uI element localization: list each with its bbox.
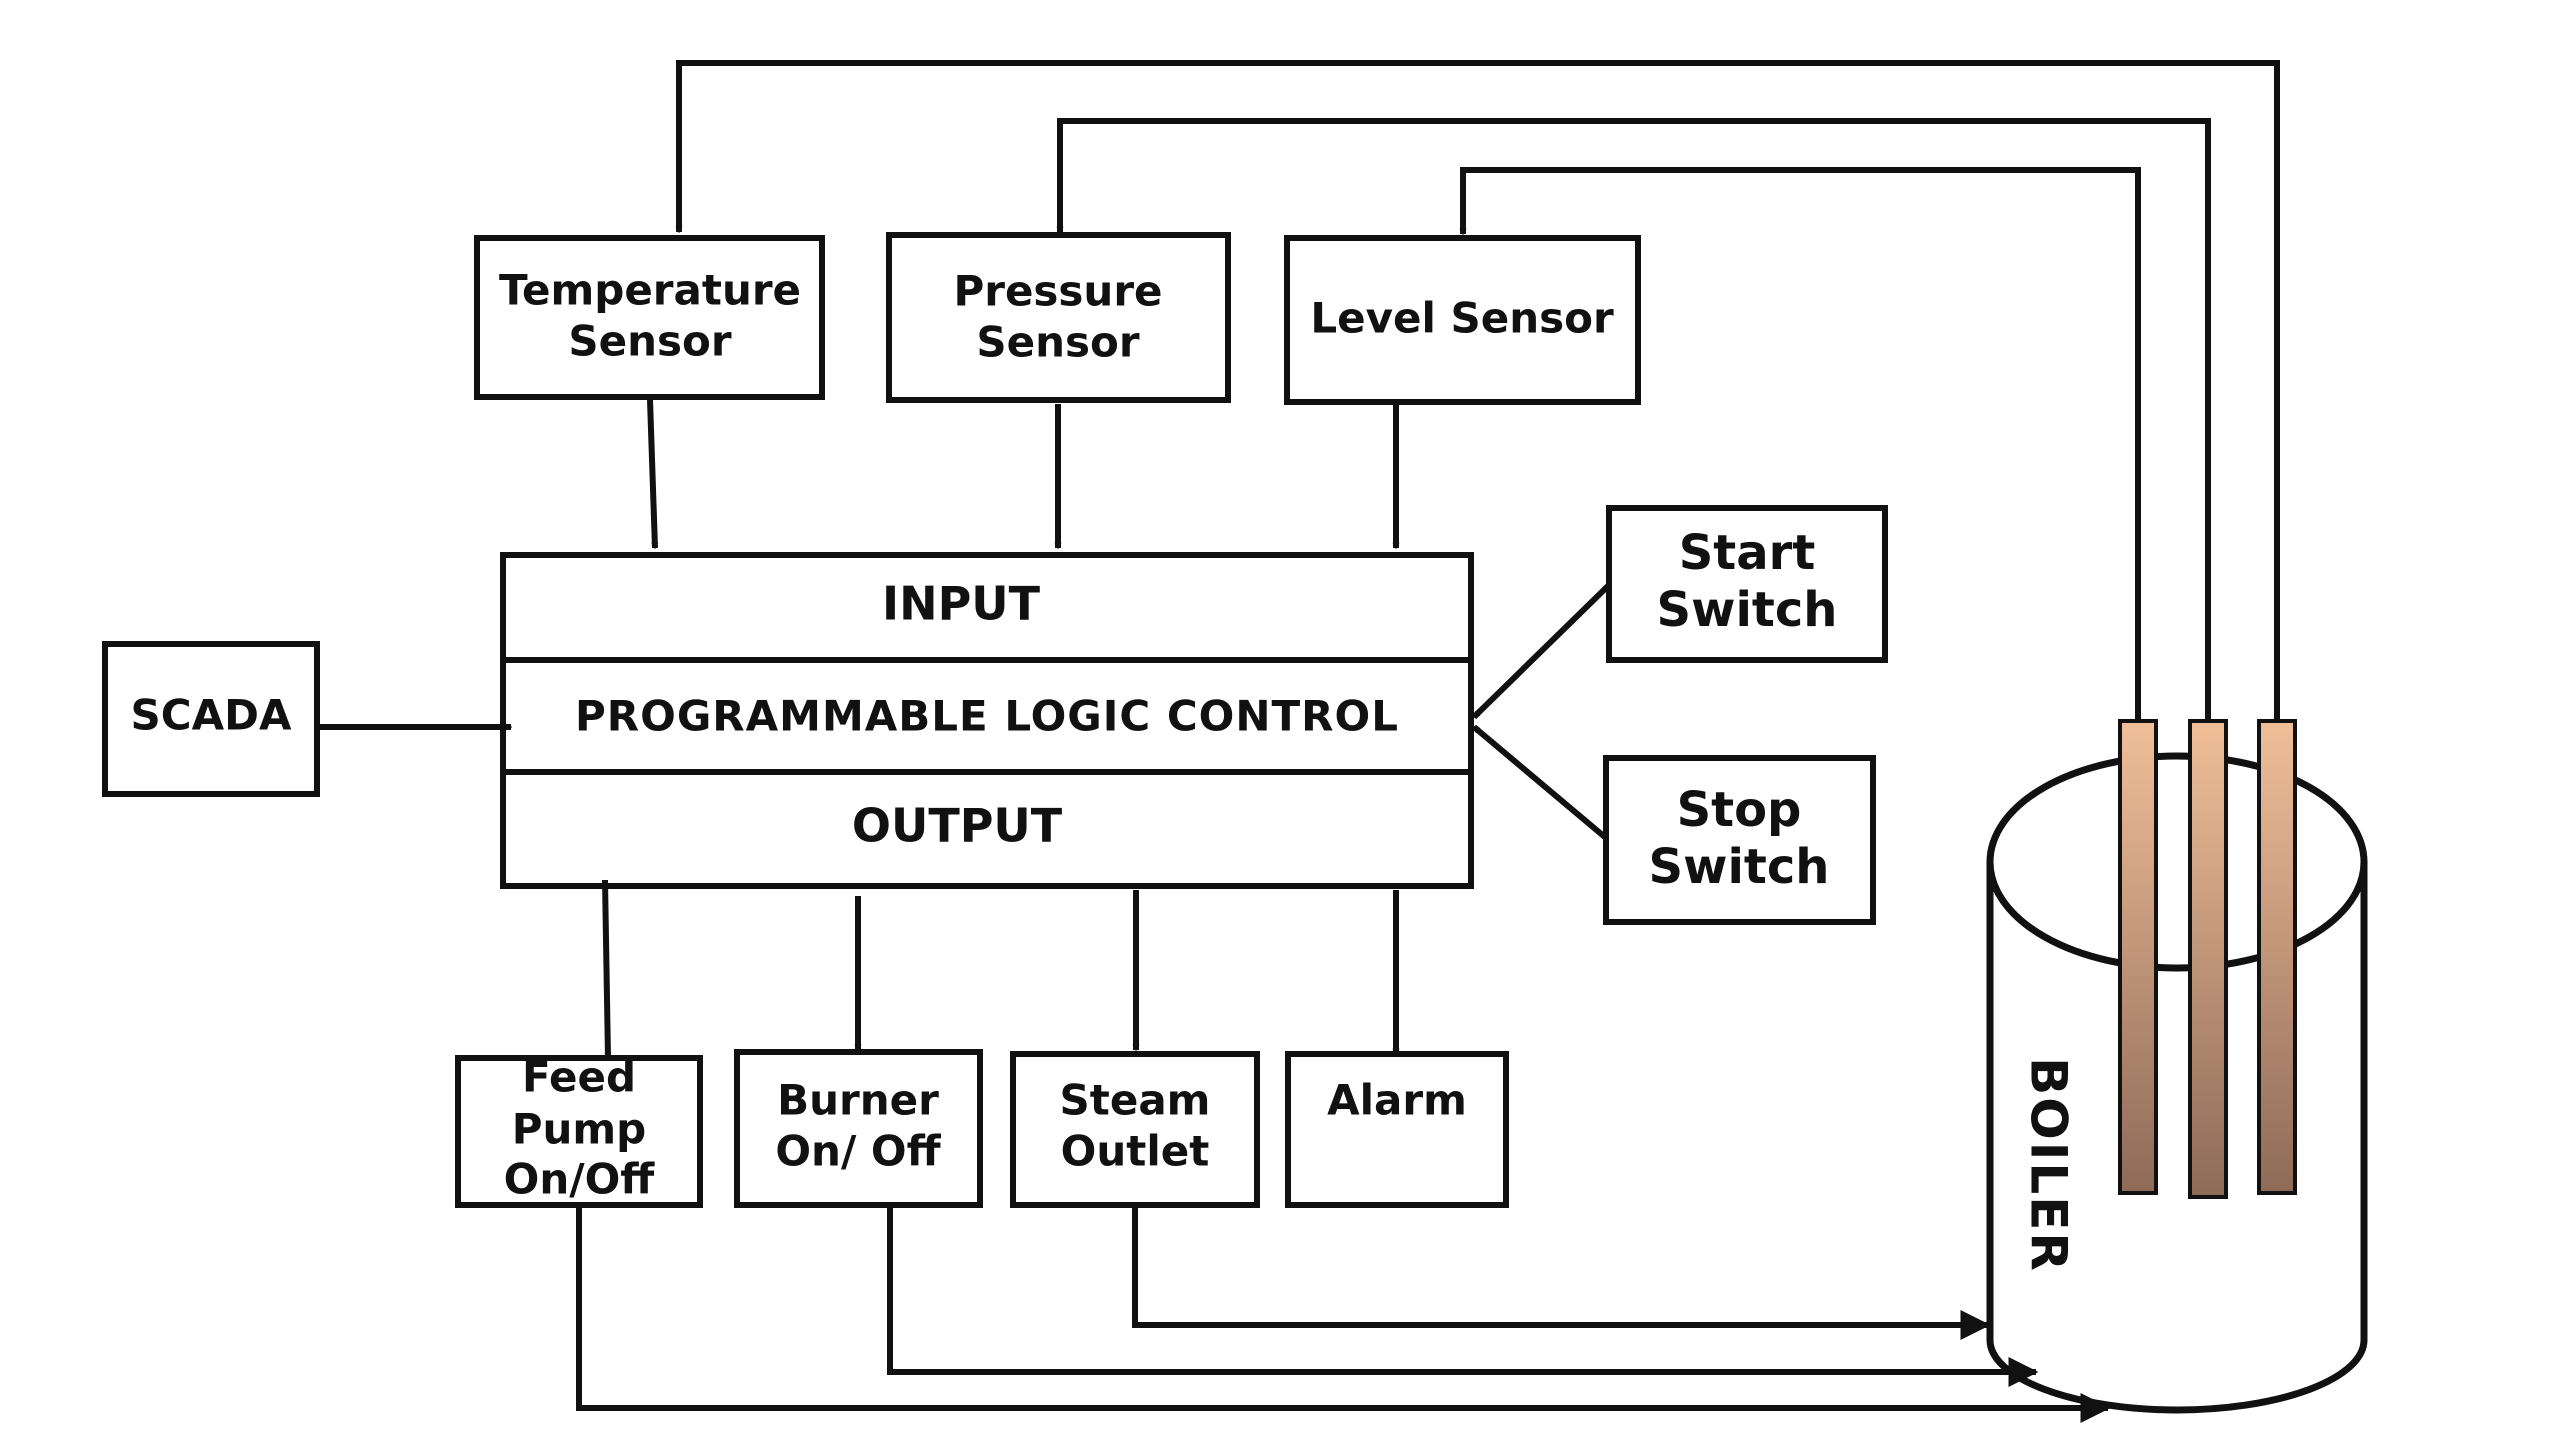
plc-title-label: PROGRAMMABLE LOGIC CONTROL (575, 692, 1399, 741)
sensor-feedback-lines (679, 60, 2280, 721)
level-sensor-box (1284, 235, 1641, 405)
burner-label-line1: Burner (777, 1076, 939, 1125)
feed-pump-label-line1: Feed (522, 1053, 636, 1102)
temp-feedback-line (679, 60, 2280, 721)
pressure-feedback-line (1060, 118, 2211, 721)
scada-box (102, 641, 320, 797)
stop-switch: Stop Switch (1603, 755, 1876, 925)
level-feedback-line (1463, 167, 2141, 721)
temperature-to-plc-arrow (647, 399, 655, 548)
probe-pressure (2188, 719, 2228, 1199)
start-switch-label-line1: Start (1679, 525, 1816, 581)
pressure-sensor: Pressure Sensor (886, 232, 1231, 403)
scada-label: SCADA (131, 691, 292, 740)
burner-box (734, 1049, 983, 1208)
plc-output-label: OUTPUT (852, 799, 1063, 853)
feed-pump-label-line3: On/Off (504, 1155, 656, 1204)
temperature-sensor-label-line2: Sensor (568, 317, 731, 366)
probe-temperature (2257, 719, 2297, 1195)
alarm-label: Alarm (1327, 1076, 1467, 1125)
plc-to-feed-pump-arrow (602, 879, 608, 1058)
temperature-sensor-box (474, 235, 825, 400)
alarm-output: Alarm (1285, 1051, 1509, 1208)
steam-outlet-to-boiler-line (1132, 1205, 1991, 1340)
start-switch-box (1606, 505, 1888, 663)
level-sensor-label: Level Sensor (1310, 294, 1614, 343)
feed-pump-label-line2: Pump (512, 1105, 647, 1154)
stop-switch-to-plc-arrow (1472, 724, 1608, 841)
stop-switch-label-line2: Switch (1649, 839, 1830, 895)
plc-outer-box (500, 552, 1474, 889)
burner-to-boiler-line (887, 1205, 2039, 1387)
start-switch-to-plc-arrow (1471, 582, 1612, 720)
level-sensor: Level Sensor (1284, 235, 1641, 405)
burner-output: Burner On/ Off (734, 1049, 983, 1208)
feed-pump-to-boiler-line (576, 1205, 2111, 1423)
alarm-box (1285, 1051, 1509, 1208)
pressure-sensor-label-line2: Sensor (976, 318, 1139, 367)
scada: SCADA (102, 641, 320, 797)
plc-input-label: INPUT (882, 577, 1041, 631)
boiler-label: BOILER (2020, 1057, 2078, 1273)
boiler: BOILER (1986, 719, 2368, 1414)
boiler-top (1986, 752, 2368, 972)
pressure-sensor-label-line1: Pressure (953, 267, 1162, 316)
pressure-sensor-box (886, 232, 1231, 403)
feed-pump-box (455, 1055, 703, 1208)
start-switch-label-line2: Switch (1657, 582, 1838, 638)
start-switch: Start Switch (1606, 505, 1888, 663)
burner-label-line2: On/ Off (775, 1127, 941, 1176)
temperature-sensor: Temperature Sensor (474, 235, 825, 400)
feed-pump-output: Feed Pump On/Off (455, 1053, 703, 1208)
probe-level (2118, 719, 2158, 1195)
plc-block: INPUT PROGRAMMABLE LOGIC CONTROL OUTPUT (500, 552, 1474, 889)
stop-switch-label-line1: Stop (1677, 782, 1802, 838)
steam-outlet-output: Steam Outlet (1010, 1051, 1260, 1208)
steam-outlet-box (1010, 1051, 1260, 1208)
steam-outlet-label-line2: Outlet (1061, 1127, 1210, 1176)
temperature-sensor-label-line1: Temperature (499, 266, 801, 315)
stop-switch-box (1603, 755, 1876, 925)
steam-outlet-label-line1: Steam (1060, 1076, 1211, 1125)
